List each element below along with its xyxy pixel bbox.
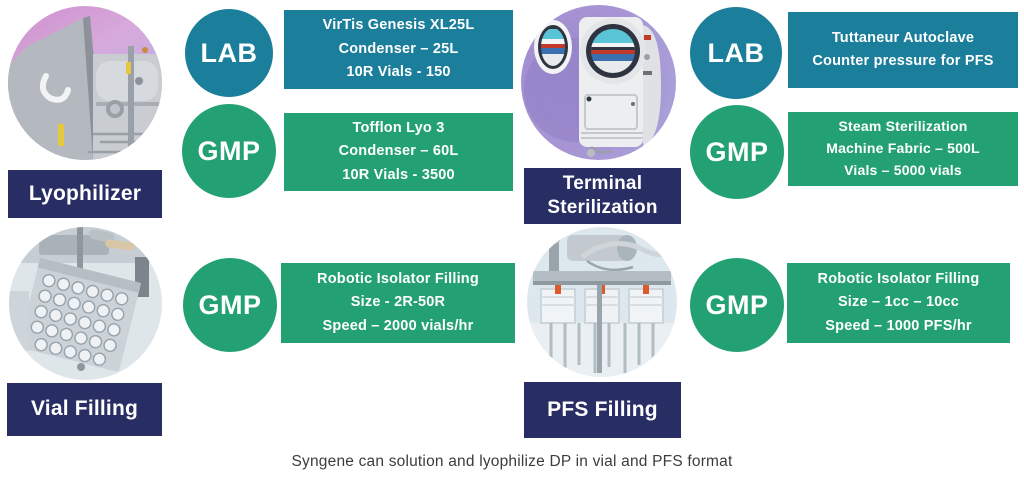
- spec-box-terminal-sterilization-lab: Tuttaneur Autoclave Counter pressure for…: [788, 12, 1018, 88]
- spec-box-lyophilizer-lab: VirTis Genesis XL25L Condenser – 25L 10R…: [284, 10, 513, 89]
- spec-box-terminal-sterilization-gmp: Steam Sterilization Machine Fabric – 500…: [788, 112, 1018, 186]
- spec-line: Robotic Isolator Filling: [317, 270, 479, 287]
- spec-line: Machine Fabric – 500L: [826, 140, 980, 157]
- lab-badge-terminal-sterilization: LAB: [690, 7, 782, 99]
- spec-line: Robotic Isolator Filling: [817, 270, 980, 287]
- section-label-terminal-sterilization: Terminal Sterilization: [524, 168, 681, 224]
- spec-line: Condenser – 60L: [338, 143, 459, 160]
- spec-line: 10R Vials - 3500: [342, 166, 455, 183]
- spec-line: Speed – 1000 PFS/hr: [825, 317, 972, 334]
- section-label-text: Terminal Sterilization: [547, 173, 658, 218]
- badge-text: LAB: [707, 37, 765, 68]
- lyophilizer-machine-photo: [8, 6, 162, 160]
- section-label-pfs-filling: PFS Filling: [524, 382, 681, 438]
- spec-line: Vials – 5000 vials: [844, 161, 962, 178]
- spec-line: Steam Sterilization: [838, 118, 968, 135]
- slide-caption: Syngene can solution and lyophilize DP i…: [291, 453, 733, 470]
- lab-badge-lyophilizer: LAB: [185, 9, 273, 97]
- spec-box-lyophilizer-gmp: Tofflon Lyo 3 Condenser – 60L 10R Vials …: [284, 113, 513, 191]
- spec-line: Size - 2R-50R: [350, 294, 446, 311]
- spec-line: Speed – 2000 vials/hr: [322, 317, 474, 334]
- spec-line: Condenser – 25L: [338, 40, 459, 57]
- gmp-badge-pfs-filling: GMP: [690, 258, 784, 352]
- vial-filling-illustration: [9, 227, 162, 380]
- spec-box-pfs-filling-gmp: Robotic Isolator Filling Size – 1cc – 10…: [787, 263, 1010, 343]
- autoclave-illustration: [521, 5, 676, 160]
- section-label-lyophilizer: Lyophilizer: [8, 170, 162, 218]
- spec-line: 10R Vials - 150: [346, 64, 451, 81]
- pfs-filling-machine-photo: [527, 227, 677, 377]
- spec-box-vial-filling-gmp: Robotic Isolator Filling Size - 2R-50R S…: [281, 263, 515, 343]
- spec-line: Tuttaneur Autoclave: [831, 29, 975, 46]
- autoclave-machine-photo: [521, 5, 676, 160]
- section-label-text: Lyophilizer: [28, 181, 142, 205]
- gmp-badge-lyophilizer: GMP: [182, 104, 276, 198]
- section-label-vial-filling: Vial Filling: [7, 383, 162, 436]
- section-label-text: Vial Filling: [30, 397, 139, 421]
- badge-text: GMP: [197, 135, 261, 166]
- spec-line: Tofflon Lyo 3: [352, 119, 445, 136]
- badge-text: GMP: [705, 136, 769, 167]
- section-label-text: PFS Filling: [547, 397, 658, 421]
- gmp-badge-terminal-sterilization: GMP: [690, 105, 784, 199]
- lyophilizer-illustration: [8, 6, 162, 160]
- pfs-filling-illustration: [527, 227, 677, 377]
- vial-filling-machine-photo: [9, 227, 162, 380]
- spec-line: Counter pressure for PFS: [812, 53, 994, 69]
- spec-line: Size – 1cc – 10cc: [837, 294, 960, 311]
- badge-text: LAB: [200, 37, 258, 68]
- badge-text: GMP: [198, 289, 262, 320]
- gmp-badge-vial-filling: GMP: [183, 258, 277, 352]
- badge-text: GMP: [705, 289, 769, 320]
- spec-line: VirTis Genesis XL25L: [322, 17, 475, 34]
